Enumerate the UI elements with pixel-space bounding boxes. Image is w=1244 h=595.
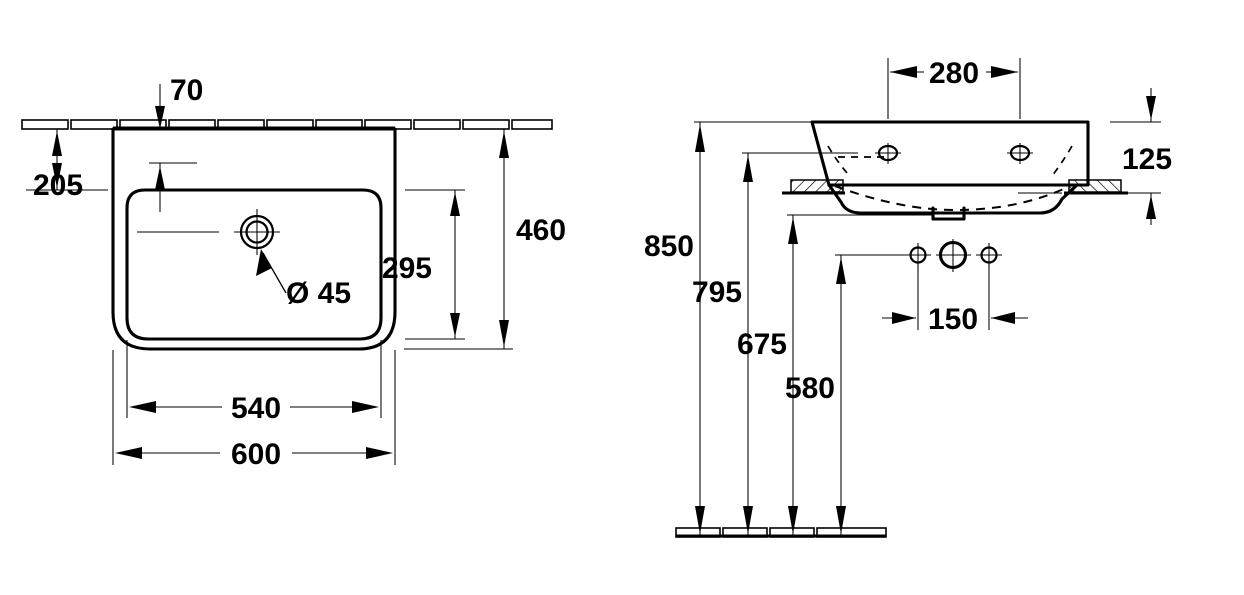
dim-675: 675 xyxy=(737,214,933,536)
dim-795: 795 xyxy=(692,152,822,536)
dim-600-label: 600 xyxy=(231,438,281,471)
drain-spigot xyxy=(931,206,966,221)
basin-inner-bowl xyxy=(125,188,383,341)
dim-540-label: 540 xyxy=(231,392,281,425)
tap-hole-left xyxy=(875,143,901,164)
elevation-view: 280 125 850 795 xyxy=(644,57,1172,538)
dim-460: 460 xyxy=(404,129,566,350)
dim-795-label: 795 xyxy=(692,276,742,309)
plan-view: 70 205 460 xyxy=(21,74,566,471)
dim-460-label: 460 xyxy=(516,214,566,247)
dim-205: 205 xyxy=(26,128,108,202)
dim-280: 280 xyxy=(887,57,1021,119)
drain-hole xyxy=(234,209,280,255)
tap-hole-right xyxy=(1007,143,1033,164)
bowl-hidden-edge-left xyxy=(827,145,849,175)
dim-600: 600 xyxy=(112,350,396,471)
dim-850-label: 850 xyxy=(644,230,694,263)
dim-70: 70 xyxy=(155,74,203,129)
dim-540: 540 xyxy=(126,340,382,425)
bowl-hidden-outline xyxy=(834,185,1071,212)
dim-580: 580 xyxy=(785,254,908,536)
dim-850: 850 xyxy=(644,121,812,536)
dim-205-label: 205 xyxy=(33,169,83,202)
supply-hole-right xyxy=(976,243,1002,268)
mount-bracket-right xyxy=(1064,179,1128,195)
dim-150-label: 150 xyxy=(928,303,978,336)
dim-295-label: 295 xyxy=(382,252,432,285)
dim-d45: Ø 45 xyxy=(256,249,351,310)
floor-line xyxy=(675,527,887,538)
dim-205-inner-arrow xyxy=(149,162,197,212)
dim-295: 295 xyxy=(382,189,465,340)
dim-280-label: 280 xyxy=(929,57,979,90)
dim-150: 150 xyxy=(882,264,1028,336)
dim-675-label: 675 xyxy=(737,328,787,361)
dim-70-label: 70 xyxy=(170,74,203,107)
bowl-hidden-edge-right xyxy=(1051,145,1073,177)
basin-outer-outline xyxy=(111,127,397,351)
dim-125: 125 xyxy=(1110,88,1172,225)
floor-segments xyxy=(675,527,887,538)
dim-125-label: 125 xyxy=(1122,143,1172,176)
basin-body-lower xyxy=(827,183,1079,215)
mount-bracket-left xyxy=(782,179,845,195)
supply-hole-left xyxy=(905,243,931,268)
dim-580-label: 580 xyxy=(785,372,835,405)
waste-hole-center xyxy=(936,239,971,272)
dim-d45-label: Ø 45 xyxy=(286,277,351,310)
